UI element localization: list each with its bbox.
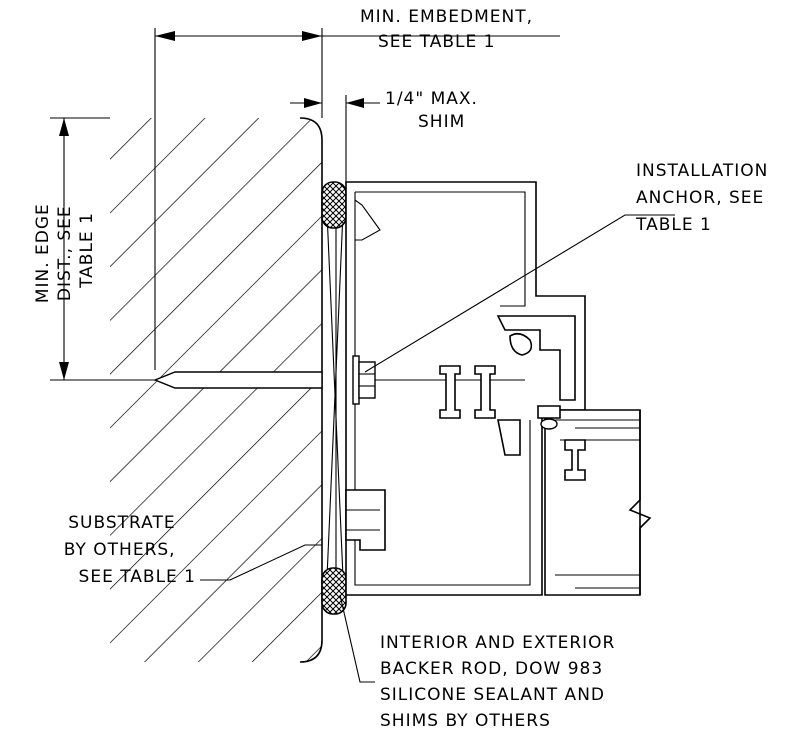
installation-anchor — [352, 355, 376, 405]
shim-lines — [322, 189, 345, 601]
dim-min-edge — [50, 117, 155, 381]
label-min-edge-dist: MIN. EDGE DIST., SEE TABLE 1 — [33, 197, 97, 303]
label-max-shim: 1/4" MAX. SHIM — [385, 89, 484, 132]
dim-max-shim — [290, 95, 380, 182]
label-substrate: SUBSTRATE BY OTHERS, SEE TABLE 1 — [64, 513, 196, 587]
substrate-hatch — [110, 117, 323, 663]
adjacent-frame — [537, 405, 652, 596]
dim-min-embedment — [154, 28, 560, 370]
label-backer-rod: INTERIOR AND EXTERIOR BACKER ROD, DOW 98… — [380, 633, 622, 731]
label-installation-anchor: INSTALLATION ANCHOR, SEE TABLE 1 — [635, 161, 775, 235]
label-min-embedment: MIN. EMBEDMENT, SEE TABLE 1 — [360, 7, 539, 52]
backer-rod-top — [321, 181, 347, 229]
leader-lines — [200, 214, 675, 683]
